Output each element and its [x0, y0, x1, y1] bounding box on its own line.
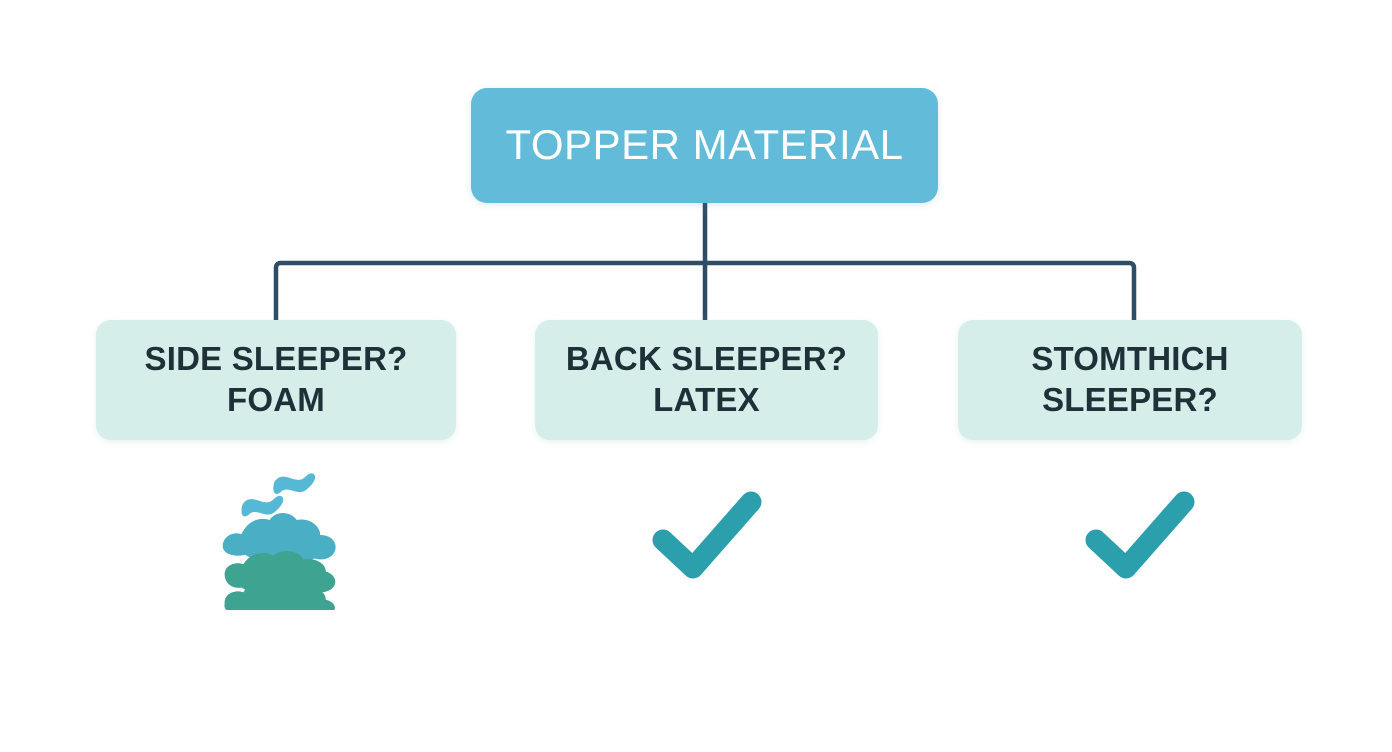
- wave-glyph-upper: [272, 473, 315, 494]
- child-node-back-sleeper[interactable]: BACK SLEEPER? LATEX: [535, 320, 878, 440]
- child-node-label-line1: SIDE SLEEPER?: [144, 340, 408, 378]
- child-node-label-line2: SLEEPER?: [1042, 381, 1218, 418]
- checkmark-stroke: [652, 491, 762, 579]
- connector-bar-left: [273, 260, 705, 320]
- child-node-label: STOMTHICH SLEEPER?: [1031, 339, 1228, 421]
- foam-layer-bottom: [223, 579, 335, 610]
- icon-slot-stomach-sleeper: [1055, 455, 1225, 615]
- icon-slot-back-sleeper: [632, 455, 782, 615]
- connector-bar-right: [705, 260, 1137, 320]
- checkmark-icon: [1085, 491, 1195, 579]
- child-node-stomach-sleeper[interactable]: STOMTHICH SLEEPER?: [958, 320, 1302, 440]
- child-node-label-line2: FOAM: [227, 381, 325, 418]
- child-node-side-sleeper[interactable]: SIDE SLEEPER? FOAM: [96, 320, 456, 440]
- wave-glyph-lower: [241, 495, 283, 517]
- child-node-label-line2: LATEX: [653, 381, 760, 418]
- child-node-label-line1: BACK SLEEPER?: [565, 340, 848, 378]
- child-node-label-line1: STOMTHICH: [1031, 340, 1229, 378]
- child-node-label: SIDE SLEEPER? FOAM: [145, 339, 408, 421]
- checkmark-icon: [652, 491, 762, 579]
- foam-layer-middle: [224, 550, 335, 594]
- checkmark-stroke: [1085, 491, 1195, 579]
- foam-layers-icon: [222, 473, 336, 610]
- root-node-label: TOPPER MATERIAL: [505, 121, 904, 169]
- child-node-label: BACK SLEEPER? LATEX: [566, 339, 847, 421]
- root-node-topper-material[interactable]: TOPPER MATERIAL: [471, 88, 938, 203]
- foam-layer-top: [222, 512, 336, 561]
- icon-slot-side-sleeper: [196, 455, 361, 615]
